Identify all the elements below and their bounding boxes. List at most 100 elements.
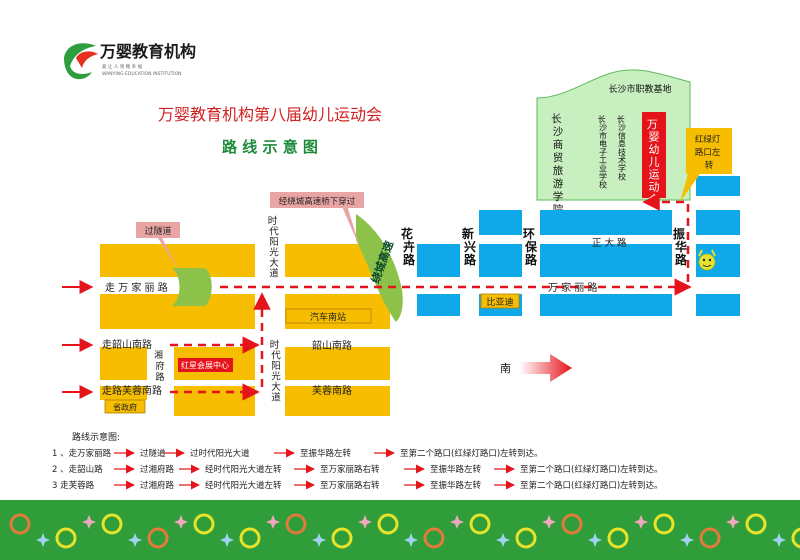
huahui-road-label: 花 卉路	[401, 226, 417, 267]
compass-arrow-icon	[520, 354, 572, 382]
bus-station-box	[285, 308, 372, 324]
vocational-base-zone: 长沙市职教基地 长 沙商贸旅游学院 长 沙市电子工业学校 长 沙信息技术学校 万…	[536, 69, 691, 216]
legend-step: 至第二个路口(红绿灯路口)左转到达。	[520, 480, 663, 491]
border-flower-icon	[496, 533, 510, 547]
border-swirl-icon	[285, 513, 307, 535]
government-label: 省政府	[113, 402, 137, 412]
venue-box	[642, 112, 666, 198]
border-swirl-icon	[9, 513, 31, 535]
furong-left-label: 走路芙蓉南路	[102, 384, 162, 397]
border-swirl-icon	[193, 513, 215, 535]
zhenhua-road-label: 振 华路	[673, 226, 689, 267]
bridge-callout-label: 经绕城高速桥下穿过	[279, 196, 356, 207]
border-flower-icon	[726, 515, 740, 529]
logo: 万婴教育机构 爱 让 人 领 略 幸 福 WANYING EDUCATION I…	[64, 42, 196, 80]
bridge-callout: 经绕城高速桥下穿过	[270, 192, 364, 248]
legend-step: 至振华路左转	[430, 464, 482, 475]
traffic-light-callout: 红绿灯 路口左 转	[680, 128, 732, 202]
huanbao-road-label: 环 保路	[523, 227, 539, 267]
shidai-top-label: 时 代阳光大道	[268, 215, 281, 280]
legend-step: 至振华路左转	[430, 480, 482, 491]
route-path	[170, 193, 692, 401]
legend-step: 过湘府路	[140, 480, 175, 491]
school-3-label: 长 沙信息技术学校	[617, 114, 628, 181]
logo-english: WANYING EDUCATION INSTITUTION	[102, 71, 182, 77]
byd-label: 比亚迪	[486, 296, 513, 308]
tunnel-callout: 过隧道	[136, 222, 180, 272]
border-flower-icon	[404, 533, 418, 547]
route-legend: 路线示意图: 1 、走万家丽路过隧道过时代阳光大道至振华路左转至第二个路口(红绿…	[52, 431, 663, 491]
tunnel	[172, 268, 212, 306]
map-subtitle: 路 线 示 意 图	[222, 138, 318, 156]
border-flower-icon	[266, 515, 280, 529]
border-flower-icon	[542, 515, 556, 529]
school-1-label: 长 沙商贸旅游学院	[551, 113, 565, 216]
border-flower-icon	[450, 515, 464, 529]
exhibition-box	[178, 358, 233, 372]
compass: 南	[500, 354, 572, 382]
border-flower-icon	[680, 533, 694, 547]
legend-step: 至第二个路口(红绿灯路口)左转到达。	[520, 464, 663, 475]
logo-name: 万婴教育机构	[99, 42, 196, 61]
border-flower-icon	[312, 533, 326, 547]
border-swirl-icon	[791, 527, 800, 549]
exhibition-label: 红星会展中心	[181, 360, 229, 370]
school-2-label: 长 沙市电子工业学校	[598, 114, 609, 190]
legend-step: 至振华路左转	[300, 448, 352, 459]
border-flower-icon	[588, 533, 602, 547]
border-swirl-icon	[653, 513, 675, 535]
map-title: 万婴教育机构第八届幼儿运动会	[158, 105, 382, 124]
zhengda-road-label: 正 大 路	[592, 237, 627, 249]
xiangfu-road-label: 湘 府路	[154, 349, 166, 383]
legend-step: 过隧道	[140, 448, 166, 459]
border-swirl-icon	[607, 527, 629, 549]
entry-arrows	[62, 280, 94, 399]
border-swirl-icon	[101, 513, 123, 535]
border-flower-icon	[634, 515, 648, 529]
bus-station-label: 汽车南站	[310, 311, 346, 323]
legend-route-label: 3 走芙蓉路	[52, 480, 95, 491]
border-swirl-icon	[745, 513, 767, 535]
wanjiali-left-label: 走 万 家 丽 路	[105, 281, 168, 294]
legend-step: 经时代阳光大道左转	[205, 464, 282, 475]
logo-tagline: 爱 让 人 领 略 幸 福	[102, 63, 143, 70]
furong-right-label: 芙蓉南路	[312, 384, 352, 397]
legend-step: 过时代阳光大道	[190, 448, 250, 459]
logo-leaf-icon	[64, 43, 98, 80]
border-swirl-icon	[377, 513, 399, 535]
ring-highway	[356, 214, 403, 322]
legend-title: 路线示意图:	[72, 431, 120, 443]
compass-label: 南	[500, 362, 511, 375]
border-swirl-icon	[699, 527, 721, 549]
decorative-border	[0, 500, 800, 560]
legend-step: 至万家丽路右转	[320, 480, 380, 491]
traffic-light-label: 红绿灯 路口左 转	[695, 134, 723, 171]
legend-step: 至万家丽路右转	[320, 464, 380, 475]
border-flower-icon	[220, 533, 234, 547]
vocational-base-title: 长沙市职教基地	[608, 83, 671, 95]
legend-step: 经时代阳光大道左转	[205, 480, 282, 491]
xinxing-road-label: 新 兴路	[462, 226, 478, 267]
shaoshan-left-label: 走韶山南路	[102, 338, 152, 351]
government-box	[104, 399, 146, 414]
border-swirl-icon	[561, 513, 583, 535]
border-swirl-icon	[469, 513, 491, 535]
border-flower-icon	[128, 533, 142, 547]
border-flower-icon	[358, 515, 372, 529]
border-flower-icon	[82, 515, 96, 529]
border-flower-icon	[174, 515, 188, 529]
venue-label: 万 婴幼儿运动会	[647, 118, 662, 206]
border-swirl-icon	[239, 527, 261, 549]
mascot-icon	[698, 249, 716, 271]
border-swirl-icon	[515, 527, 537, 549]
border-swirl-icon	[55, 527, 77, 549]
border-swirl-icon	[147, 527, 169, 549]
border-flower-icon	[36, 533, 50, 547]
blue-blocks	[417, 176, 740, 316]
tunnel-callout-label: 过隧道	[144, 225, 171, 237]
byd-box	[480, 293, 520, 309]
border-flower-icon	[772, 533, 786, 547]
border-swirl-icon	[423, 527, 445, 549]
shidai-bottom-label: 时 代阳光大道	[270, 339, 283, 404]
